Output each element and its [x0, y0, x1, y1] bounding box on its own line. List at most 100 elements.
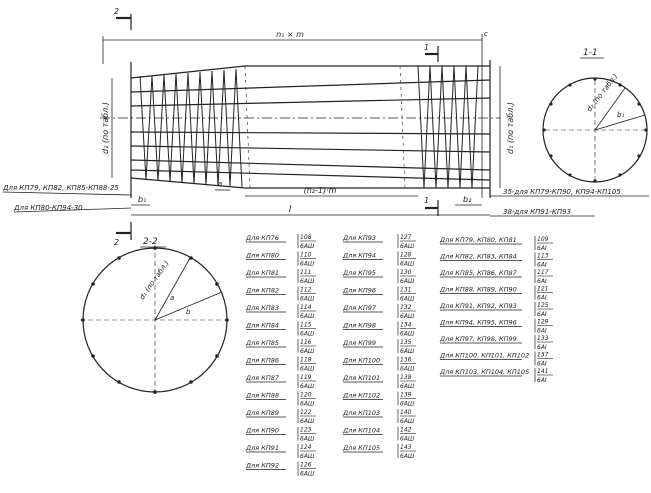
note-left-2-leader: [13, 207, 132, 213]
section-2-2-b: b: [186, 308, 191, 316]
table-value-steel: 6АI: [537, 262, 547, 269]
table-value-number: 125: [537, 302, 549, 309]
table-label: Для КП85, КП86, КП87: [439, 269, 518, 277]
long-bar: [130, 145, 491, 153]
table-label: Для КП100, КП101, КП102: [439, 352, 529, 360]
table-label: Для КП88: [245, 392, 279, 400]
table-value-steel: 6АШ: [300, 383, 315, 390]
table-value-number: 122: [300, 409, 312, 416]
table-label: Для КП93: [342, 234, 376, 242]
dim-d2-label: d₂ (по табл.): [101, 102, 110, 154]
table-value-number: 119: [300, 374, 312, 381]
table-value-steel: 6АI: [537, 295, 547, 302]
table-value-number: 115: [300, 322, 312, 329]
section-2-2-a: a: [170, 294, 174, 302]
marker-2-top-label: 2: [114, 7, 119, 16]
dim-b1-label: b₁: [138, 195, 146, 204]
table-value-number: 138: [400, 374, 412, 381]
note-right-1: 35-для КП79-КП90, КП94-КП105: [503, 188, 621, 196]
table-value-steel: 6АШ: [300, 313, 315, 320]
section-1-1-title: 1-1: [583, 48, 598, 58]
table-value-number: 137: [537, 352, 549, 359]
table-value-steel: 6АШ: [400, 261, 415, 268]
table-label: Для КП80: [245, 252, 279, 260]
table-label: Для КП97: [342, 304, 377, 312]
table-value-steel: 6АШ: [300, 401, 315, 408]
cage-elevation: [100, 60, 500, 198]
table-value-number: 110: [300, 252, 312, 259]
table-value-number: 124: [300, 444, 312, 451]
table-label: Для КП84: [245, 322, 279, 330]
table-value-steel: 6АШ: [400, 418, 415, 425]
table-value-steel: 6АШ: [400, 366, 415, 373]
marker-1-top-label: 1: [424, 43, 429, 52]
table-value-steel: 6АШ: [400, 436, 415, 443]
table-value-number: 134: [400, 322, 412, 329]
table-value-steel: 6АШ: [300, 453, 315, 460]
table-label: Для КП91: [245, 444, 279, 452]
table-value-steel: 6АI: [537, 344, 547, 351]
table-value-number: 143: [400, 444, 412, 451]
table-value-number: 112: [300, 287, 312, 294]
spiral-zone-left: [139, 68, 243, 188]
note-right-2: 38-для КП91-КП93: [503, 208, 571, 216]
table-value-number: 136: [400, 357, 412, 364]
long-bar: [130, 79, 491, 93]
table-value-number: 114: [300, 304, 312, 311]
table-value-steel: 6АШ: [300, 436, 315, 443]
table-label: Для КП94: [342, 252, 376, 260]
table-value-number: 140: [400, 409, 412, 416]
table-value-steel: 6АI: [537, 377, 547, 384]
section-2-2-dim: d₁ (по табл.): [138, 259, 171, 301]
table-label: Для КП100: [342, 357, 380, 365]
elevation-dimensions: [102, 34, 501, 216]
table-label: Для КП83: [245, 304, 279, 312]
dim-b2-label: b₂: [463, 195, 472, 204]
table-value-number: 109: [537, 236, 549, 243]
table-value-steel: 6АШ: [400, 348, 415, 355]
table-label: Для КП82, КП83, КП84: [439, 253, 517, 261]
table-value-number: 118: [300, 357, 312, 364]
dim-top-label: n₁ × m: [276, 30, 304, 39]
table-label: Для КП82: [245, 287, 279, 295]
table-label: Для КП92: [245, 462, 279, 470]
section-markers: [116, 14, 439, 240]
table-label: Для КП85: [245, 339, 279, 347]
long-bar: [130, 97, 491, 107]
table-label: Для КП103, КП104, КП105: [439, 368, 529, 376]
table-value-number: 121: [537, 286, 548, 293]
spiral-sparse: [399, 65, 406, 189]
table-label: Для КП95: [342, 269, 376, 277]
dim-c-label: c: [484, 30, 488, 38]
table-value-steel: 6АШ: [300, 418, 315, 425]
table-value-number: 139: [400, 392, 412, 399]
table-value-steel: 6АШ: [400, 278, 415, 285]
table-value-steel: 6АШ: [400, 243, 415, 250]
table-value-steel: 6АШ: [300, 261, 315, 268]
table-value-number: 116: [300, 339, 312, 346]
bar-dots-1-1: [542, 77, 648, 183]
table-label: Для КП81: [245, 269, 279, 277]
section-2-2: [80, 245, 230, 395]
table-value-steel: 6АШ: [300, 331, 315, 338]
table-value-steel: 6АШ: [400, 313, 415, 320]
cage-bottom-edge-taper: [130, 177, 246, 189]
section-1-1-small: b₁: [617, 111, 624, 119]
table-value-number: 129: [537, 319, 549, 326]
table-value-steel: 6АШ: [400, 453, 415, 460]
table-value-steel: 6АШ: [300, 471, 315, 478]
table-value-steel: 6АШ: [300, 243, 315, 250]
table-label: Для КП101: [342, 374, 380, 382]
table-value-steel: 6АI: [537, 311, 547, 318]
table-value-steel: 6АШ: [400, 383, 415, 390]
note-left-1-leader: [2, 191, 132, 196]
table-label: Для КП99: [342, 339, 376, 347]
dim-total-label: l: [289, 205, 292, 215]
table-label: Для КП90: [245, 427, 279, 435]
dim-mid-label: (n₂-1)·m: [304, 186, 337, 195]
table-label: Для КП98: [342, 322, 376, 330]
table-value-number: 142: [400, 427, 412, 434]
table-label: Для КП76: [245, 234, 279, 242]
